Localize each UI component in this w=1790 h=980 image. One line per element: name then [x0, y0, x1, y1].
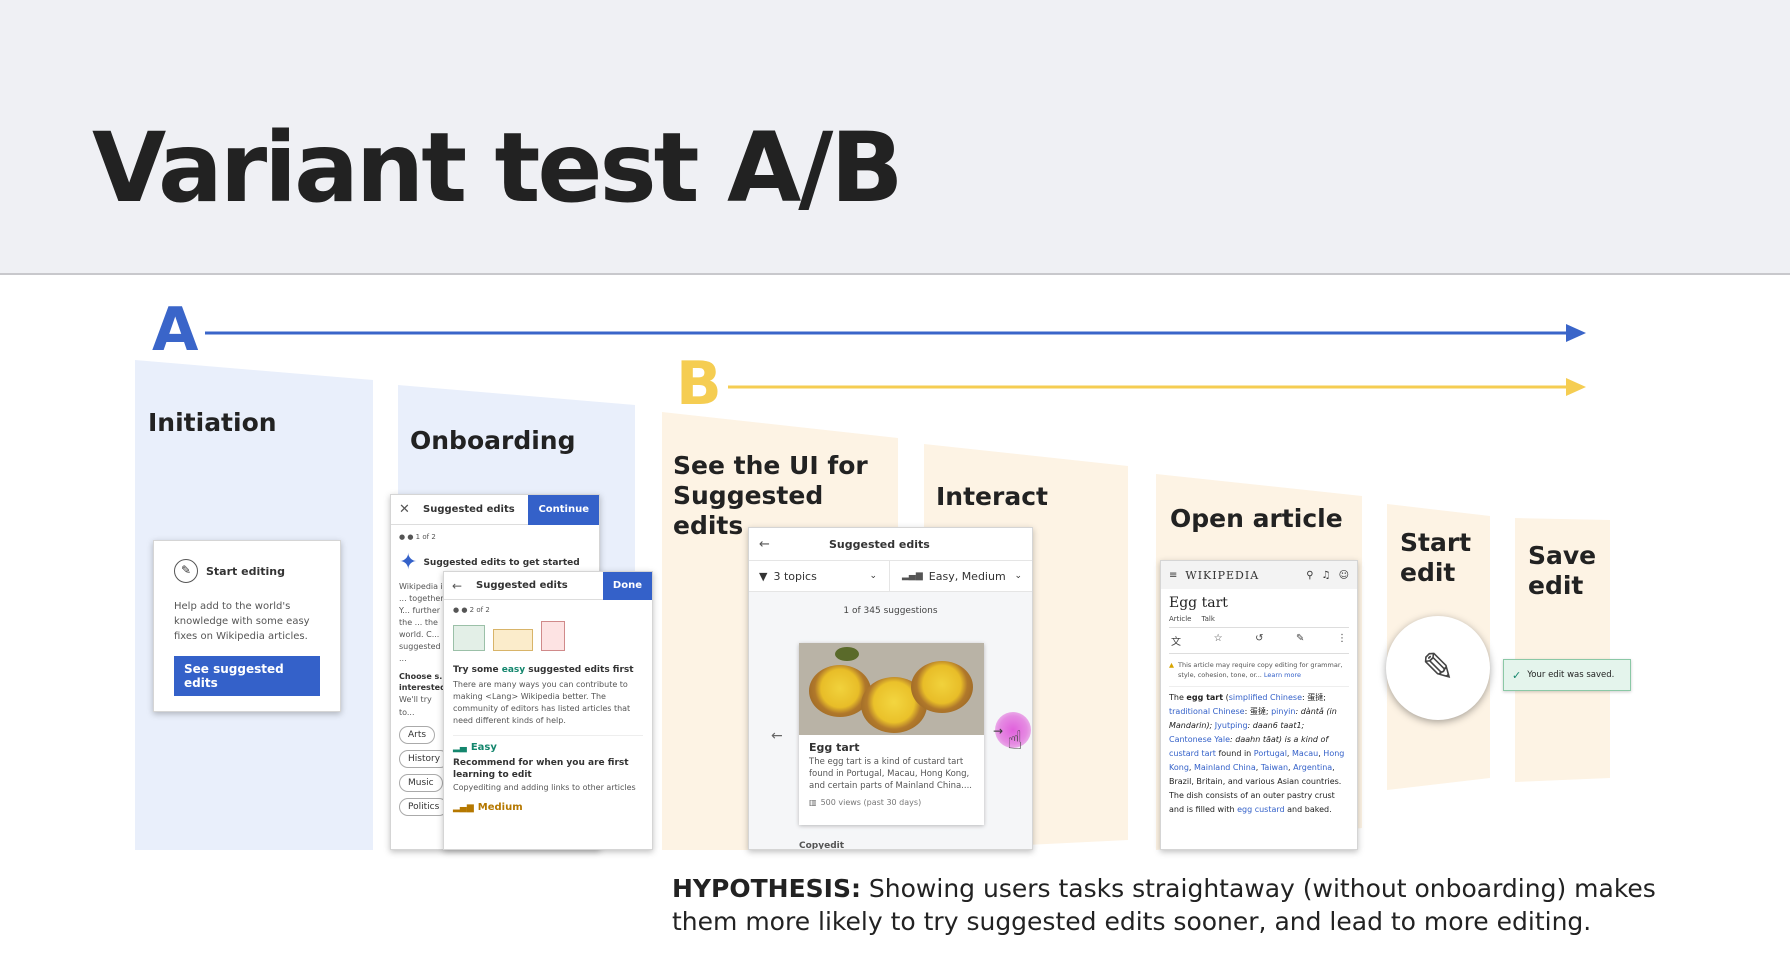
- variant-a-arrowhead: [1566, 324, 1586, 342]
- more-icon[interactable]: ⋮: [1337, 633, 1347, 644]
- stage-label-initiation: Initiation: [148, 408, 277, 437]
- variant-a-label: A: [152, 295, 199, 365]
- edit-pencil-icon[interactable]: ✎: [1296, 633, 1305, 644]
- star-icon[interactable]: ☆: [1213, 633, 1223, 644]
- article-card-title: Egg tart: [809, 741, 860, 754]
- copyedit-footer: Copyedit: [799, 841, 845, 850]
- swipe-gesture: [995, 712, 1031, 748]
- see-suggested-edits-button[interactable]: See suggested edits: [174, 656, 320, 696]
- tab-talk[interactable]: Talk: [1201, 615, 1215, 623]
- difficulty-filter[interactable]: ▂▄▆ Easy, Medium ⌄: [902, 569, 1022, 583]
- pencil-icon: ✎: [174, 559, 198, 583]
- topic-chip[interactable]: Music: [399, 774, 443, 792]
- search-icon[interactable]: ⚲: [1306, 569, 1314, 581]
- notice-icon: ▲: [1169, 661, 1174, 669]
- translate-icon[interactable]: 文: [1171, 637, 1181, 648]
- onboarding-back-title: Suggested edits: [423, 504, 515, 515]
- topic-chip[interactable]: Politics: [399, 798, 449, 816]
- continue-button[interactable]: Continue: [528, 495, 599, 525]
- hypothesis-label: HYPOTHESIS:: [672, 874, 861, 903]
- bell-icon[interactable]: ♫: [1321, 569, 1331, 581]
- article-title: Egg tart: [1169, 595, 1228, 611]
- difficulty-bars-icon: ▂▄: [453, 742, 467, 753]
- back-arrow-icon[interactable]: ←: [759, 536, 770, 552]
- variant-b-arrowhead: [1566, 378, 1586, 396]
- previous-arrow-icon[interactable]: ←: [771, 728, 783, 744]
- stage-label-interact: Interact: [936, 482, 1048, 511]
- chevron-down-icon: ⌄: [1014, 571, 1022, 581]
- satellite-icon: ✦: [399, 550, 418, 575]
- back-arrow-icon[interactable]: ←: [452, 578, 463, 593]
- onboarding-back-choose: Choose s... interested...: [399, 672, 455, 692]
- suggested-ui-title: Suggested edits: [829, 537, 930, 551]
- onboarding-front-body: There are many ways you can contribute t…: [453, 680, 631, 725]
- user-icon[interactable]: ☺: [1338, 569, 1349, 581]
- menu-icon[interactable]: ≡: [1169, 569, 1178, 581]
- stage-bg-save-edit: [1515, 518, 1610, 782]
- medium-label: Medium: [477, 802, 523, 813]
- article-body: The egg tart (simplified Chinese: 蛋撻; tr…: [1169, 693, 1345, 814]
- suggestion-card[interactable]: Egg tart The egg tart is a kind of custa…: [799, 643, 984, 825]
- topic-chip[interactable]: Arts: [399, 726, 436, 744]
- save-toast-text: Your edit was saved.: [1527, 670, 1615, 680]
- stage-label-open-article: Open article: [1170, 504, 1343, 533]
- tab-article[interactable]: Article: [1169, 615, 1192, 623]
- stage-label-start-edit: Start edit: [1400, 528, 1472, 587]
- chevron-down-icon: ⌄: [869, 571, 877, 581]
- topics-filter[interactable]: ▼ 3 topics ⌄: [749, 561, 890, 591]
- article-card-description: The egg tart is a kind of custard tart f…: [809, 757, 972, 791]
- variant-b-label: B: [676, 349, 722, 419]
- onboarding-front-pager: ● ● 2 of 2: [453, 606, 490, 614]
- edit-button[interactable]: ✎: [1386, 616, 1490, 720]
- easy-title: Recommend for when you are first learnin…: [453, 758, 629, 780]
- filter-icon: ▼: [759, 569, 768, 583]
- suggested-edits-screen: ← Suggested edits ▼ 3 topics ⌄ ▂▄▆ Easy,…: [748, 527, 1033, 850]
- stage-label-see-ui: See the UI for Suggested edits: [673, 451, 868, 540]
- save-toast: ✓ Your edit was saved.: [1503, 659, 1631, 691]
- onboarding-back-try: We'll try to...: [399, 695, 432, 717]
- onboarding-card-front: ← Suggested edits Done ● ● 2 of 2 Try so…: [443, 571, 653, 850]
- page-title: Variant test A/B: [92, 112, 903, 224]
- stage-label-onboarding: Onboarding: [410, 426, 576, 455]
- onboarding-back-heading: Suggested edits to get started: [423, 557, 580, 568]
- initiation-body: Help add to the world's knowledge with s…: [174, 601, 310, 642]
- views-count: 500 views (past 30 days): [820, 798, 922, 807]
- header-band: [0, 0, 1790, 275]
- initiation-heading: Start editing: [206, 564, 285, 578]
- wikipedia-wordmark: WIKIPEDIA: [1185, 568, 1260, 582]
- difficulty-bars-icon: ▂▄▆: [453, 802, 474, 813]
- initiation-card: ✎ Start editing Help add to the world's …: [153, 540, 341, 712]
- pencil-icon: ✎: [1421, 645, 1455, 691]
- checkmark-icon: ✓: [1512, 668, 1522, 682]
- onboarding-front-heading: Try some easy suggested edits first: [453, 665, 634, 675]
- topic-chip[interactable]: History: [399, 750, 450, 768]
- difficulty-bars-icon: ▂▄▆: [902, 571, 923, 581]
- easy-body: Copyediting and adding links to other ar…: [453, 783, 636, 792]
- stage-label-save-edit: Save edit: [1528, 541, 1597, 600]
- history-icon[interactable]: ↺: [1255, 633, 1264, 644]
- suggestion-count: 1 of 345 suggestions: [843, 606, 938, 616]
- onboarding-front-title: Suggested edits: [476, 580, 568, 591]
- hand-cursor-icon: ☝: [1007, 726, 1023, 756]
- egg-tart-image: [799, 643, 984, 735]
- easy-label: Easy: [470, 742, 497, 753]
- done-button[interactable]: Done: [602, 572, 652, 600]
- next-arrow-icon[interactable]: →: [993, 724, 1004, 738]
- onboarding-back-body: Wikipedia is ... together. Y... further …: [399, 582, 447, 663]
- copyedit-notice: ▲ This article may require copy editing …: [1169, 654, 1349, 687]
- onboarding-back-pager: ● ● 1 of 2: [399, 533, 436, 541]
- chart-icon: ▥: [809, 798, 817, 807]
- close-icon[interactable]: ✕: [399, 502, 410, 517]
- hypothesis: HYPOTHESIS: Showing users tasks straight…: [672, 872, 1712, 938]
- onboarding-illustration: [453, 621, 643, 659]
- article-screen: ≡ WIKIPEDIA ⚲ ♫ ☺ Egg tart Article Talk …: [1160, 560, 1358, 850]
- hypothesis-text: Showing users tasks straightaway (withou…: [672, 874, 1656, 936]
